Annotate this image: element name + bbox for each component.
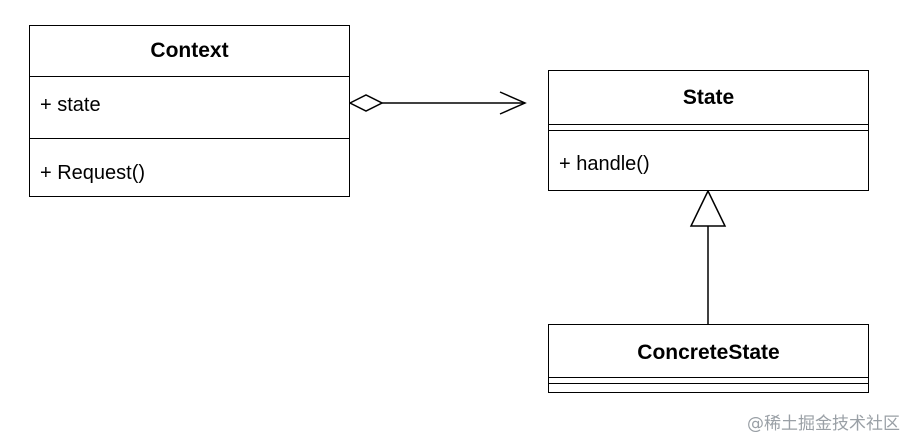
class-state: State + handle() xyxy=(548,70,869,191)
operation-handle: + handle() xyxy=(559,153,650,175)
class-context: Context + state + Request() xyxy=(29,25,350,197)
operation-request: + Request() xyxy=(40,162,146,184)
generalization-connector xyxy=(689,189,727,324)
aggregation-connector xyxy=(348,91,527,115)
watermark: @稀土掘金技术社区 xyxy=(747,414,900,434)
attribute-state: + state xyxy=(30,77,349,139)
class-name-concrete-state: ConcreteState xyxy=(549,325,868,378)
class-concrete-state: ConcreteState xyxy=(548,324,869,393)
class-name-context: Context xyxy=(30,26,349,77)
open-arrowhead xyxy=(499,91,527,115)
hollow-triangle-arrowhead xyxy=(689,189,727,227)
attributes-empty xyxy=(549,125,868,131)
aggregation-diamond xyxy=(348,94,384,112)
class-name-state: State xyxy=(549,71,868,125)
attributes-empty xyxy=(549,378,868,384)
